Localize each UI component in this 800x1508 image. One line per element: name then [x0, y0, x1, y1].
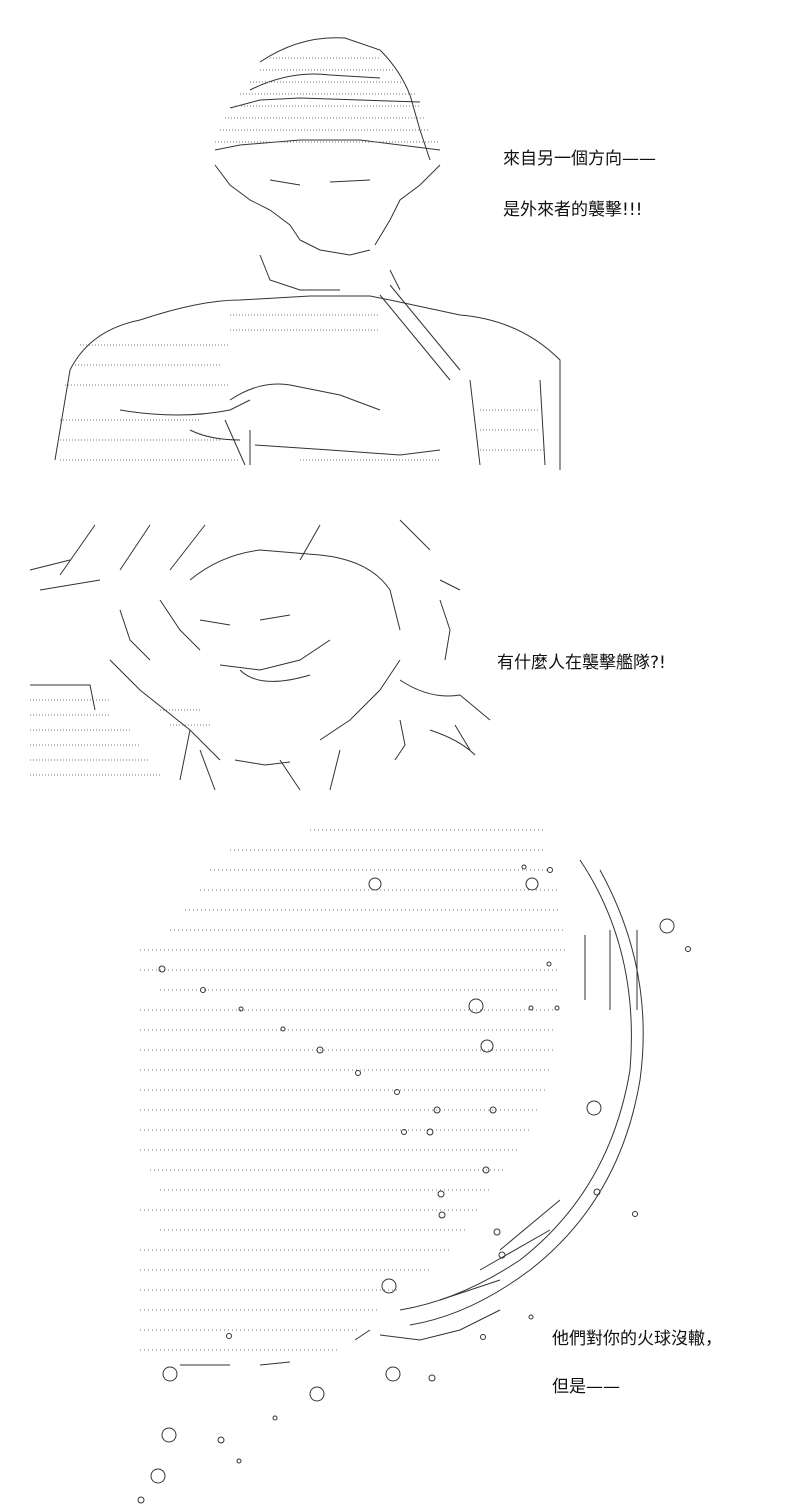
- caption-but: 但是——: [552, 1377, 620, 1397]
- caption-attack-direction: 來自另一個方向——: [503, 149, 656, 169]
- panel-fireball: 他們對你的火球沒轍， 但是——: [0, 810, 800, 1508]
- panel-attack-direction: 來自另一個方向—— 是外來者的襲擊!!!: [0, 0, 800, 500]
- caption-who-is-attacking: 有什麼人在襲擊艦隊?!: [497, 653, 666, 673]
- ascii-art-man-in-cap: [0, 0, 800, 500]
- caption-fireball-useless: 他們對你的火球沒轍，: [552, 1329, 722, 1349]
- ascii-art-figure-with-speed-lines: [0, 500, 800, 810]
- caption-outsider-attack: 是外來者的襲擊!!!: [503, 200, 643, 220]
- panel-who-is-attacking: 有什麼人在襲擊艦隊?!: [0, 500, 800, 810]
- ascii-art-fireball-sphere: [0, 810, 800, 1508]
